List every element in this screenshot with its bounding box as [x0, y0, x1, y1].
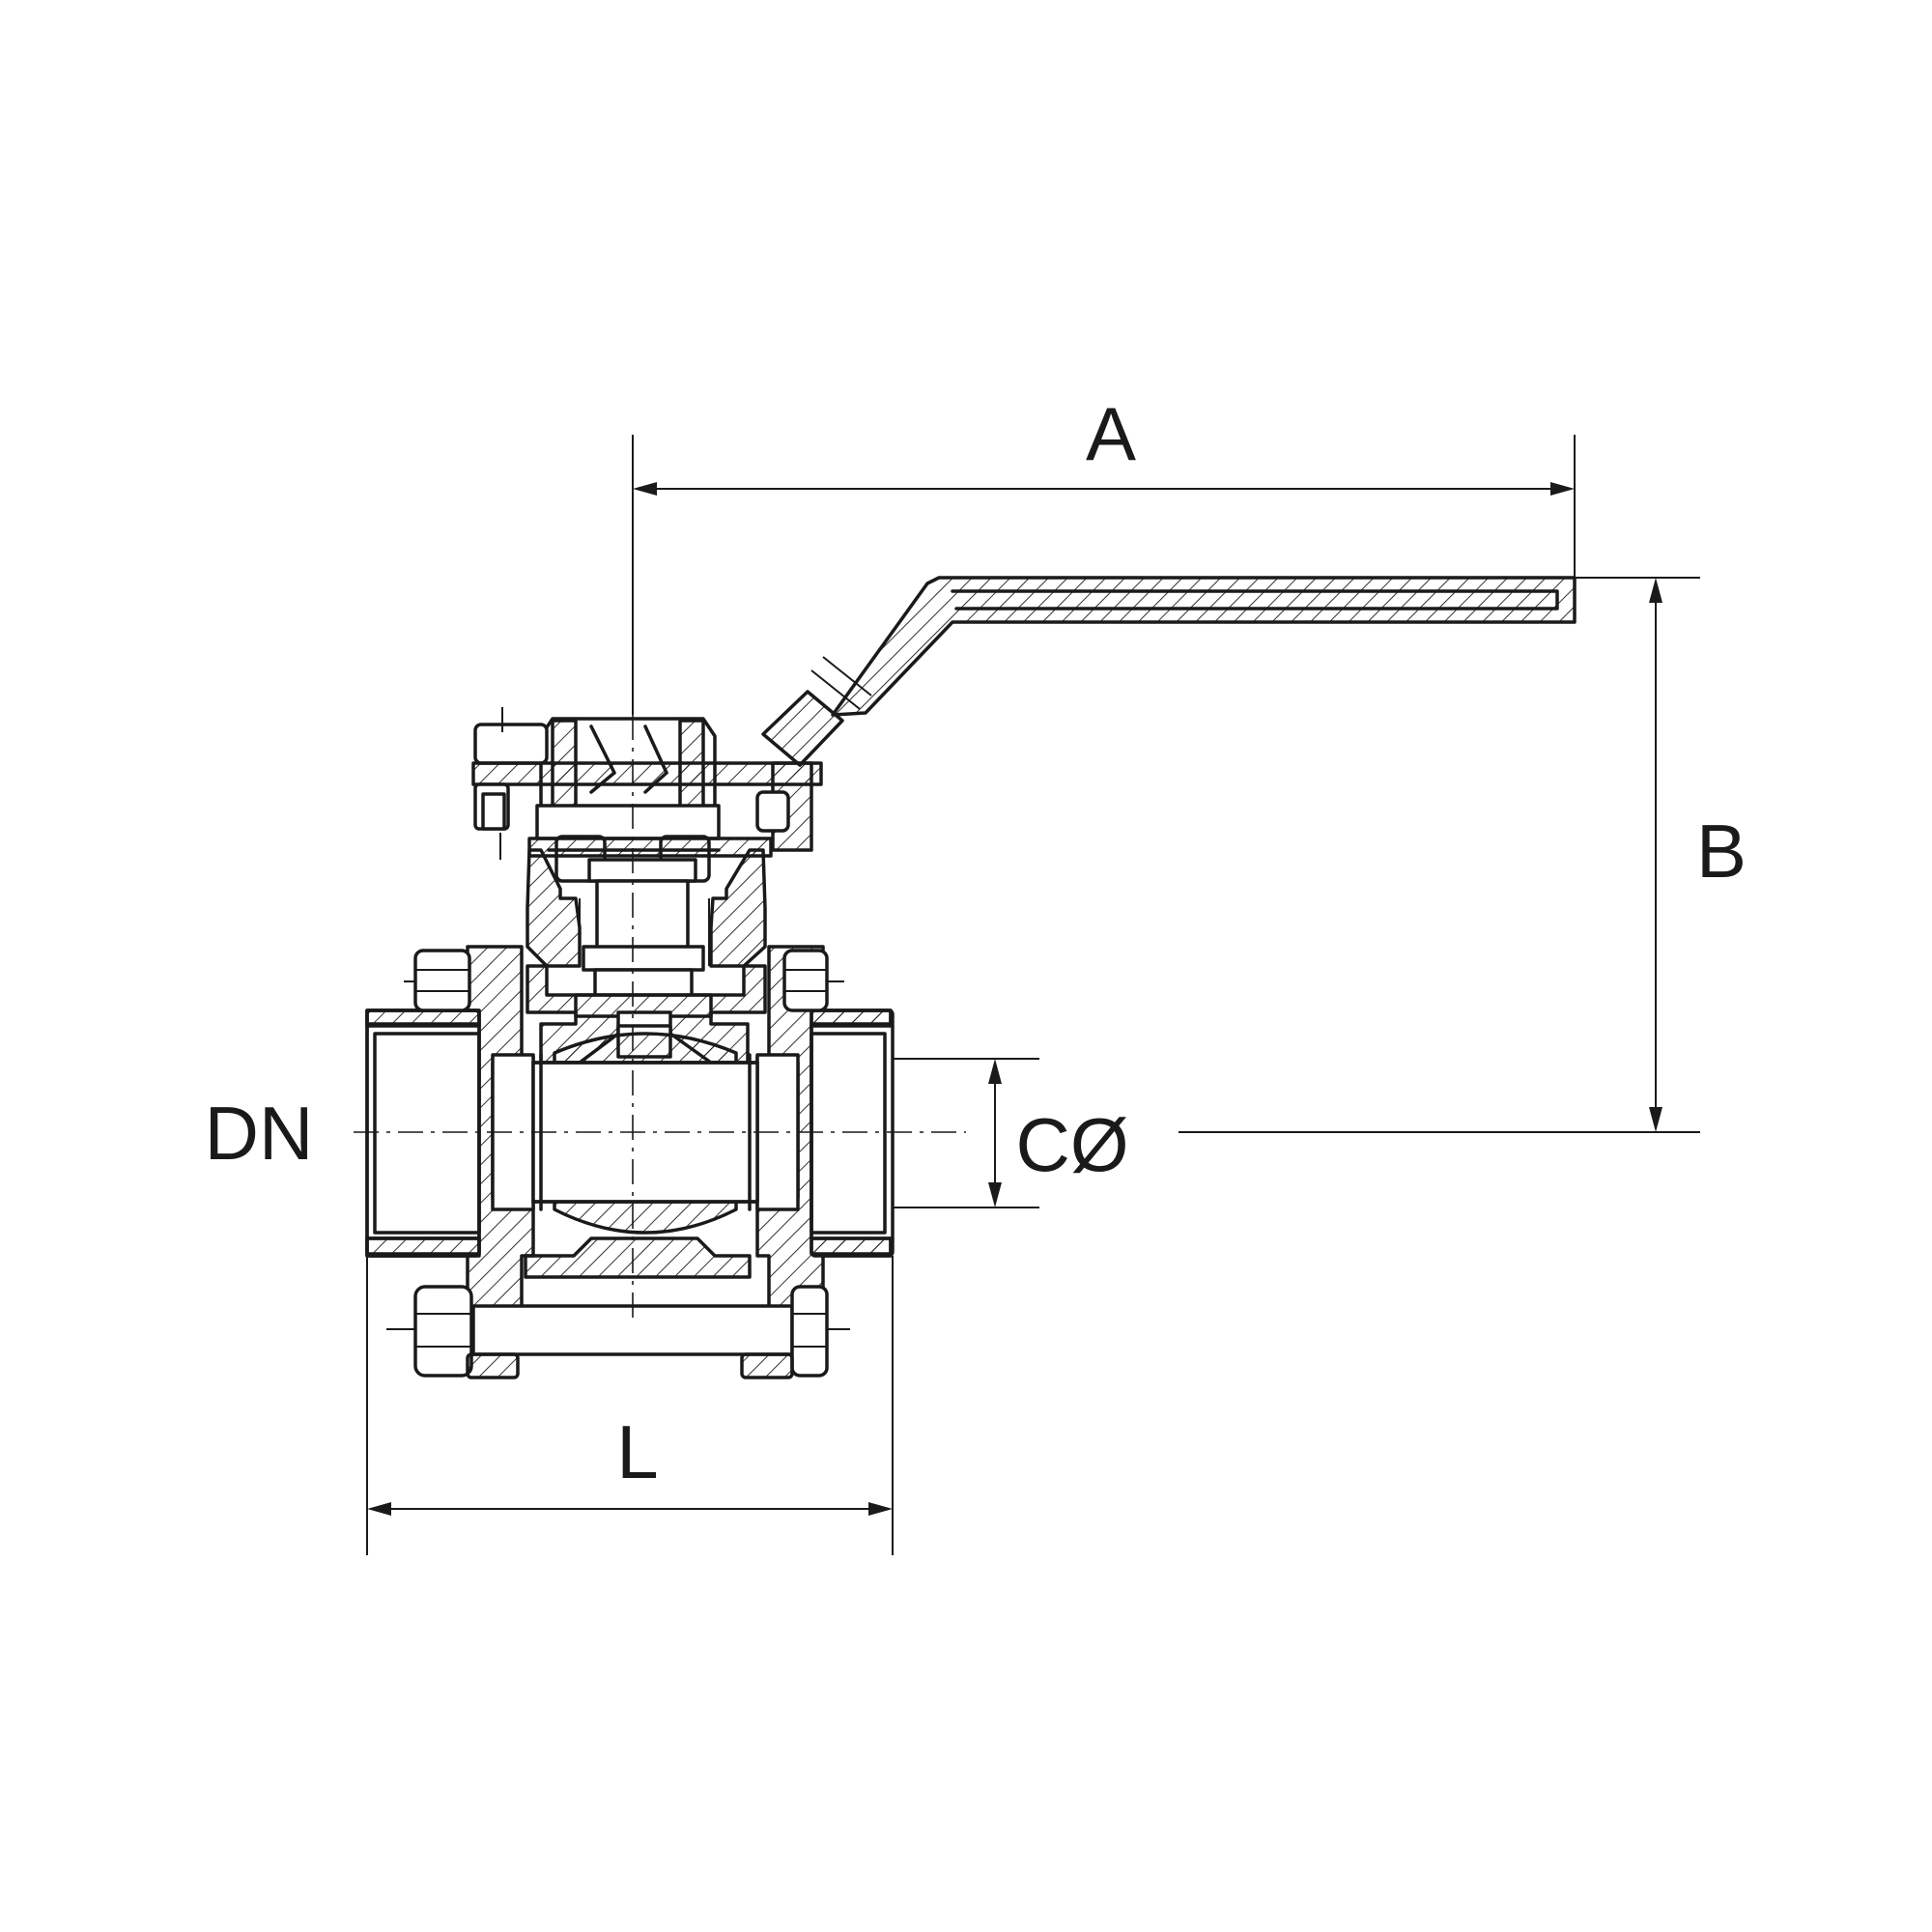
locking-tab	[471, 707, 823, 860]
valve-center-body	[524, 964, 767, 1279]
dimension-a: A	[632, 391, 1576, 715]
dimension-c-bore: CØ	[893, 1058, 1129, 1208]
lever-handle	[761, 576, 1577, 767]
top-left-bolt	[404, 949, 471, 1012]
dimension-l-label: L	[616, 1409, 658, 1494]
dimension-dn-label: DN	[205, 1091, 314, 1176]
dimension-c-label: CØ	[1016, 1102, 1129, 1187]
dimension-a-label: A	[1086, 391, 1136, 476]
dimension-b-label: B	[1696, 809, 1747, 894]
pipe-sockets	[365, 1009, 895, 1258]
dimension-b: B	[1179, 577, 1747, 1133]
dimension-l: L	[366, 1256, 894, 1555]
top-right-bolt	[782, 949, 844, 1012]
valve-bonnet	[526, 848, 767, 1018]
valve-ball	[531, 1032, 759, 1235]
center-lines	[354, 715, 966, 1323]
stem-nut-assembly	[527, 717, 813, 883]
